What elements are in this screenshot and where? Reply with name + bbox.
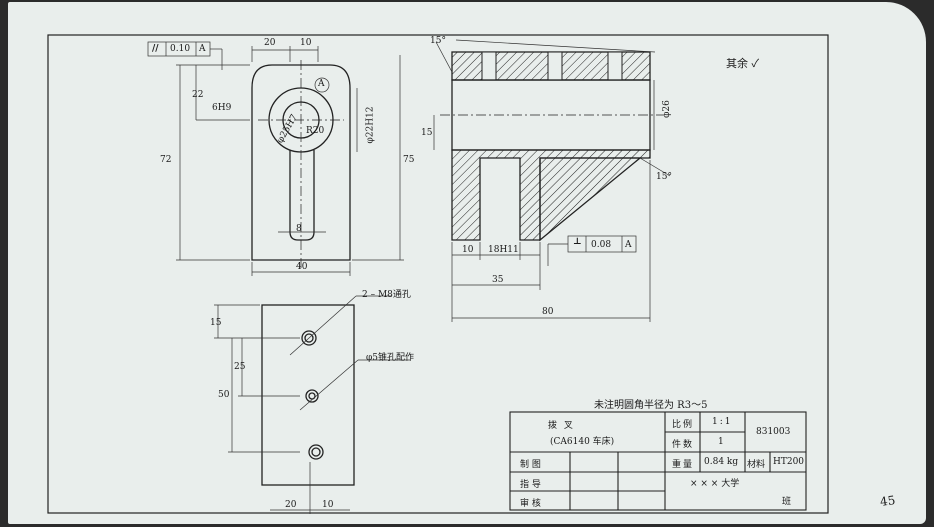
section-view [440, 51, 665, 242]
front-view [251, 60, 351, 268]
dim-8: 8 [296, 224, 302, 234]
qty-value: 1 [718, 437, 726, 447]
drawing-number: 831003 [756, 427, 791, 437]
guide-label: 指 导 [520, 480, 541, 490]
qty-label: 件数 [672, 440, 695, 450]
datum-label: A [318, 79, 325, 89]
perpendicular-icon: ⊥ [573, 237, 582, 247]
fillet-note: 未注明圆角半径为 R3～5 [594, 400, 708, 411]
school-name: × × × 大学 [690, 479, 740, 489]
parallel-datum: A [199, 44, 206, 54]
dim-40: 40 [296, 262, 308, 272]
dim-20-top: 20 [264, 38, 276, 48]
dim-6H9: 6H9 [212, 103, 232, 113]
dim-35: 35 [492, 275, 504, 285]
drawn-label: 制 图 [520, 460, 541, 470]
dim-80: 80 [542, 307, 554, 317]
dim-20-bottom: 20 [285, 500, 297, 510]
dim-10-top: 10 [300, 38, 312, 48]
review-label: 审 核 [520, 499, 541, 509]
dim-R20: R20 [306, 126, 325, 136]
dim-26: φ26 [661, 100, 672, 118]
dim-18H11: 18H11 [488, 245, 519, 255]
dim-10-bottom: 10 [322, 500, 334, 510]
bottom-view [261, 304, 355, 486]
dim-75: 75 [403, 155, 415, 165]
holes-note: 2 – M8通孔 [362, 290, 411, 300]
weight-label: 重量 [672, 460, 695, 470]
machine-name: (CA6140 车床) [550, 437, 615, 447]
dim-15-bottom: 15 [210, 318, 222, 328]
dim-10-side: 10 [462, 245, 474, 255]
ratio-value: 1:1 [712, 417, 733, 427]
dim-22: 22 [192, 90, 204, 100]
pin-note: φ5锥孔配作 [366, 353, 415, 363]
part-name: 拨 叉 [548, 421, 575, 431]
class-label: 班 [782, 497, 794, 507]
dim-25-bottom: 25 [234, 362, 246, 372]
dim-15-side: 15 [421, 128, 433, 138]
perp-value: 0.08 [591, 240, 612, 250]
dim-22H12: φ22H12 [365, 106, 376, 144]
title-block-frame [509, 411, 807, 511]
dim-72: 72 [160, 155, 172, 165]
dim-50: 50 [218, 390, 230, 400]
book-page [8, 2, 926, 524]
material-label: 材料 [747, 460, 766, 470]
parallel-icon: // [152, 44, 159, 54]
parallel-value: 0.10 [170, 44, 191, 54]
roughness-rest-note: 其余 ✓ [726, 57, 760, 70]
angle-bottom: 15° [656, 172, 672, 182]
perp-datum: A [625, 240, 632, 250]
angle-top: 15° [430, 36, 446, 46]
weight-value: 0.84 kg [704, 457, 739, 467]
page-number: 45 [879, 493, 897, 509]
material-value: HT200 [773, 457, 805, 467]
ratio-label: 比例 [672, 420, 695, 430]
